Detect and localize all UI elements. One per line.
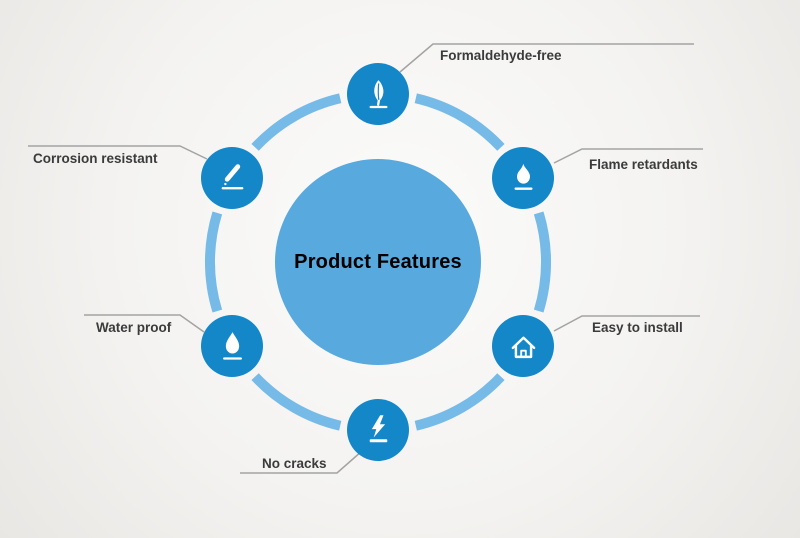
leader-line-no-cracks — [240, 450, 363, 474]
leader-line-flame-retardants — [553, 148, 703, 164]
feature-icon-easy-to-install — [492, 315, 554, 377]
leaf-icon — [368, 79, 388, 108]
feature-label-no-cracks: No cracks — [262, 456, 327, 471]
leader-line-water-proof — [84, 314, 205, 333]
lightning-icon — [369, 414, 387, 442]
center-circle: Product Features — [275, 159, 481, 365]
ring-arc-bottom-left — [251, 373, 342, 431]
ring-arc-left — [204, 211, 223, 313]
leader-line-formaldehyde-free — [399, 43, 694, 73]
diagram-title: Product Features — [294, 250, 462, 273]
ring-arc-right — [533, 211, 552, 313]
flame-icon — [513, 163, 533, 190]
leader-lines — [28, 43, 703, 474]
ring-arc-top-left — [251, 93, 342, 151]
ring-arc-bottom-right — [414, 373, 505, 431]
feature-icon-water-proof — [201, 315, 263, 377]
ring-arc-top-right — [414, 93, 505, 151]
leader-line-corrosion-resistant — [28, 145, 208, 160]
feature-label-formaldehyde-free: Formaldehyde-free — [440, 48, 562, 63]
water-drop-icon — [222, 331, 242, 360]
test-tube-icon — [221, 163, 243, 189]
feature-icon-formaldehyde-free — [347, 63, 409, 125]
feature-icon-no-cracks — [347, 399, 409, 461]
feature-label-water-proof: Water proof — [96, 320, 172, 335]
house-icon — [511, 336, 535, 358]
leader-line-easy-to-install — [553, 315, 700, 332]
ring-arcs — [204, 93, 552, 431]
feature-label-flame-retardants: Flame retardants — [589, 157, 698, 172]
feature-icon-corrosion-resistant — [201, 147, 263, 209]
feature-label-corrosion-resistant: Corrosion resistant — [33, 151, 158, 166]
feature-icon-flame-retardants — [492, 147, 554, 209]
feature-label-easy-to-install: Easy to install — [592, 320, 683, 335]
